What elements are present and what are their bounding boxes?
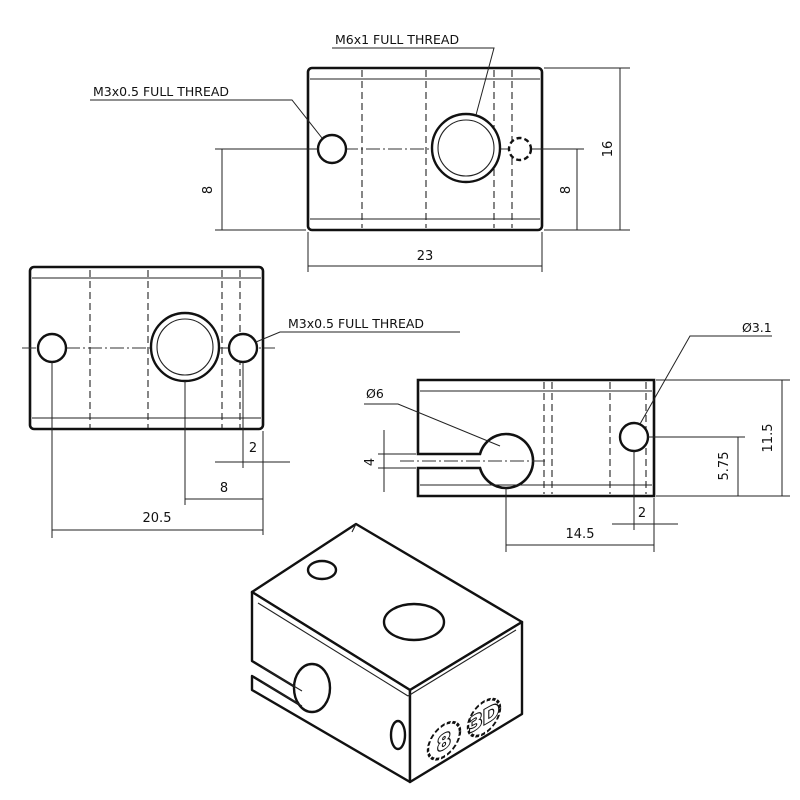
front-view-dimensions: 2 8 20.5 <box>51 362 290 538</box>
dia-large-callout: Ø6 <box>364 386 501 447</box>
iso-large-top-hole <box>382 602 446 642</box>
m6-thread-callout: M6x1 FULL THREAD <box>332 32 495 116</box>
dia-small-callout: Ø3.1 <box>639 320 772 425</box>
m3-thread-mid-label: M3x0.5 FULL THREAD <box>288 316 424 331</box>
front-view <box>22 265 275 431</box>
m6-hole-top <box>430 112 502 184</box>
iso-bore <box>292 662 332 714</box>
dia-small-label: Ø3.1 <box>742 320 772 335</box>
m6-thread-label: M6x1 FULL THREAD <box>335 32 459 47</box>
dim-top-width: 23 <box>417 249 434 264</box>
m3-thread-top-callout: M3x0.5 FULL THREAD <box>90 84 323 139</box>
dia-large-label: Ø6 <box>366 386 384 401</box>
side-view <box>400 378 656 498</box>
top-view-dimensions: 16 23 8 8 <box>201 67 630 272</box>
dia3-hole-side <box>618 421 650 453</box>
dim-mid-width: 20.5 <box>143 511 172 526</box>
dim-side-hole-height: 5.75 <box>717 452 732 481</box>
m3-thread-top-label: M3x0.5 FULL THREAD <box>93 84 229 99</box>
dim-mid-hole-offset: 2 <box>249 441 257 456</box>
m3-hole-top-right <box>507 136 533 162</box>
dim-side-width: 14.5 <box>566 527 595 542</box>
m3-hole-front-left <box>36 332 68 364</box>
m3-thread-mid-callout: M3x0.5 FULL THREAD <box>255 316 460 343</box>
side-view-dimensions: 11.5 5.75 4 2 14.5 <box>363 379 790 552</box>
isometric-view: 8 3D <box>250 522 524 784</box>
dim-top-height: 16 <box>601 141 616 158</box>
dim-top-right-hole-height: 8 <box>559 186 574 194</box>
dim-side-height: 11.5 <box>761 424 776 453</box>
iso-side-hole <box>389 719 407 751</box>
dim-top-left-hole-height: 8 <box>201 186 216 194</box>
m3-hole-top-left <box>316 133 348 165</box>
dim-slot-width: 4 <box>363 458 378 466</box>
iso-small-top-hole <box>306 559 338 581</box>
logo-left-glyph: 8 <box>437 727 451 758</box>
dim-mid-center-offset: 8 <box>220 481 228 496</box>
m3-hole-front-right <box>227 332 259 364</box>
top-view <box>300 66 555 232</box>
m6-hole-front <box>149 311 221 383</box>
dim-side-hole-offset: 2 <box>638 506 646 521</box>
side-view-outline <box>416 378 656 498</box>
